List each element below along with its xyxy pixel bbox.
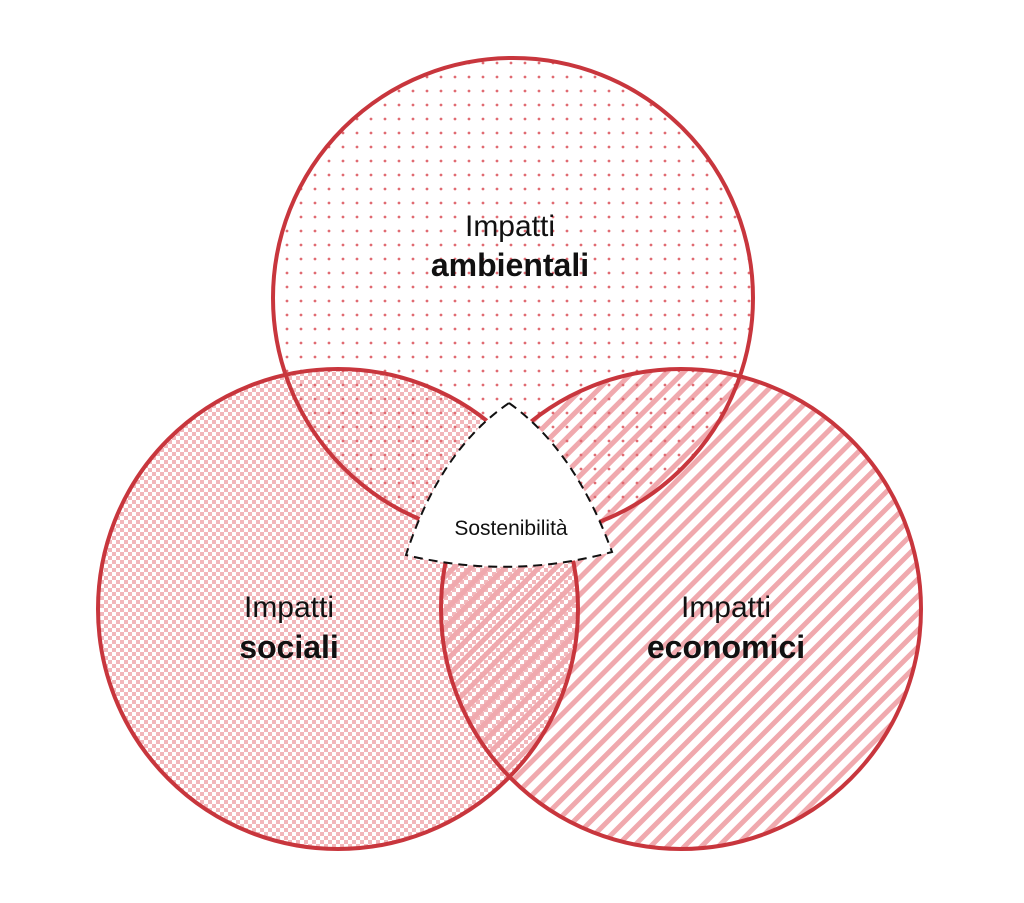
sustainability-label: Sostenibilità [454, 517, 568, 540]
social-label-line1: Impatti [244, 591, 334, 624]
environmental-impacts-circle [273, 58, 753, 538]
social-circle-outline [96, 367, 580, 851]
economic-label-line2: economici [647, 629, 805, 665]
economic-label-line1: Impatti [681, 591, 771, 624]
economic-circle-outline [439, 367, 923, 851]
environmental-label-line2: ambientali [431, 247, 589, 283]
sustainability-region [404, 401, 614, 568]
environmental-label-line1: Impatti [465, 210, 555, 243]
social-label-line2: sociali [239, 629, 339, 665]
